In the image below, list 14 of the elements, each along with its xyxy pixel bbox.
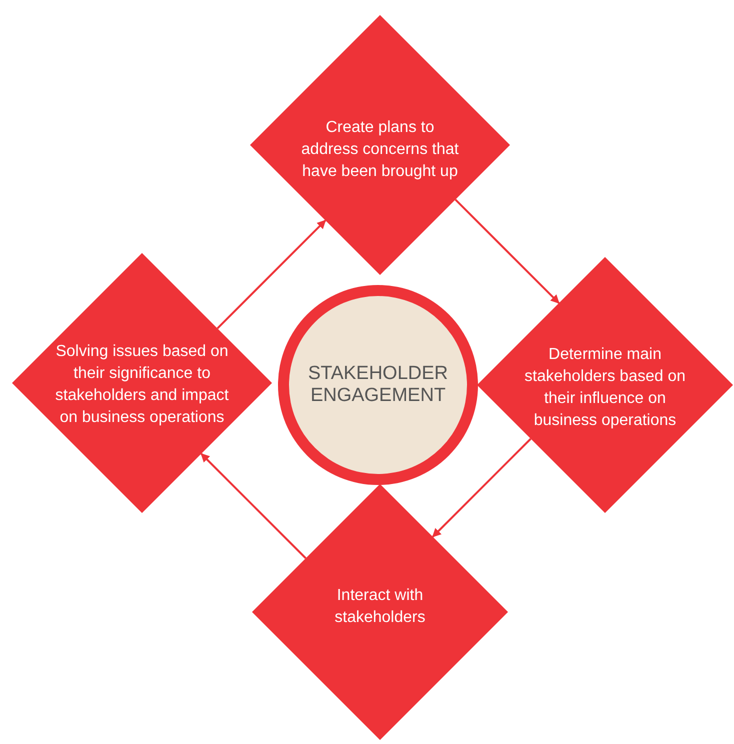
node-text: Create plans to address concerns that have been brought up <box>300 118 460 182</box>
arrow <box>432 438 532 538</box>
process-diamond <box>477 257 733 513</box>
node-text: Solving issues based on their significance to stakeholders and impact on business operations <box>54 342 230 428</box>
arrow <box>200 453 306 559</box>
center-circle <box>278 285 478 485</box>
node-text: Interact with stakeholders <box>334 586 426 628</box>
process-diamond <box>250 15 510 275</box>
process-diamond <box>12 253 272 513</box>
node-text: STAKEHOLDER ENGAGEMENT <box>306 363 450 407</box>
arrow <box>454 198 560 304</box>
node-text: Determine main stakeholders based on their influence on business operations <box>524 345 686 431</box>
arrow <box>216 220 326 330</box>
process-diamond <box>252 484 508 740</box>
